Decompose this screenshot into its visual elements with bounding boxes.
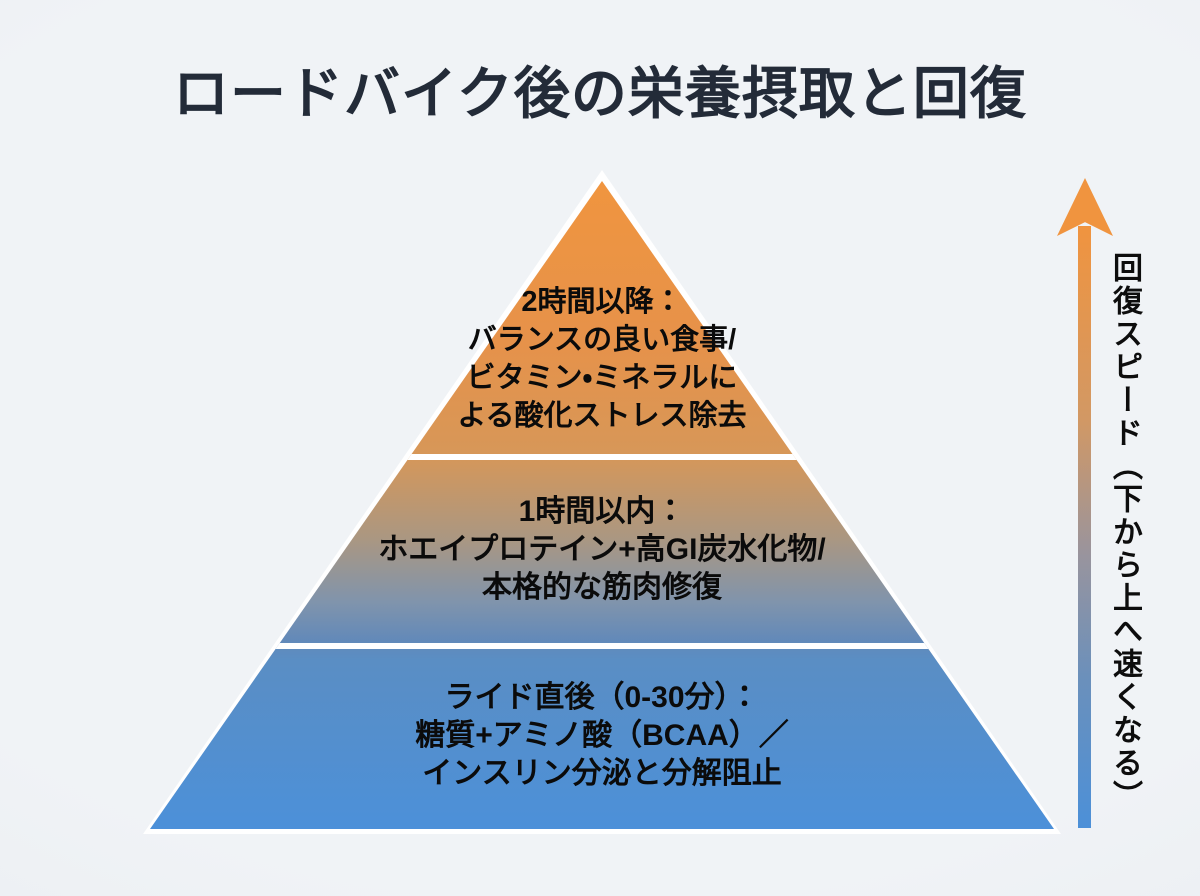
tier-after-2-hours-label: 2時間以降： バランスの良い食事/ ビタミン・ミネラルに よる酸化ストレス除去 [457,283,746,435]
tier-separator-bottom [150,643,1054,649]
tier-separator-top [150,454,1054,460]
tier-line: ライド直後（0-30分）： [444,681,760,714]
tier-line: ビタミン・ミネラルに [466,362,738,394]
tier-within-1-hour-label: 1時間以内： ホエイプロテイン+高GI炭水化物/ 本格的な筋肉修復 [378,493,826,607]
page-title: ロードバイク後の栄養摂取と回復 [173,62,1027,125]
tier-line: よる酸化ストレス除去 [457,400,747,432]
tier-line: バランスの良い食事/ [467,324,737,356]
tier-immediately-after-ride-label: ライド直後（0-30分）： 糖質+アミノ酸（BCAA）／ インスリン分泌と分解阻… [415,679,789,793]
tier-line: 糖質+アミノ酸（BCAA）／ [415,719,789,752]
tier-line: 2時間以降： [521,286,683,318]
arrow-shaft [1078,226,1091,828]
tier-line: 本格的な筋肉修復 [482,571,722,604]
tier-line: 1時間以内： [518,495,686,528]
tier-line: ホエイプロテイン+高GI炭水化物/ [378,533,826,566]
recovery-speed-axis-label: 回復スピード（下から上へ速くなる） [1108,252,1141,813]
tier-line: インスリン分泌と分解阻止 [422,757,782,790]
